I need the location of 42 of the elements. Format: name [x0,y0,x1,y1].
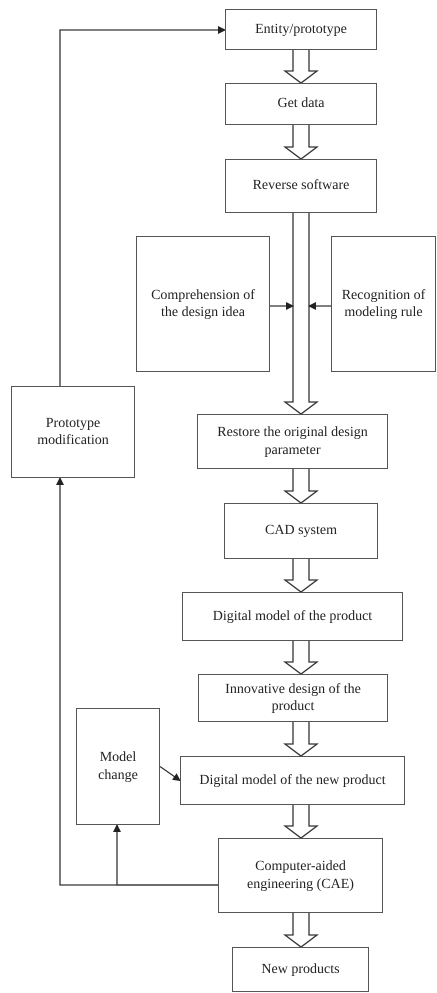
box-label: Computer-aided engineering (CAE) [246,858,355,893]
box-label: Digital model of the new product [199,772,386,790]
box-label: Comprehension of the design idea [150,286,256,322]
process-box [197,414,388,469]
block-arrow [283,49,319,84]
box-label: Restore the original design parameter [216,424,369,459]
arrow [56,477,218,886]
arrow [270,302,294,310]
block-arrow [283,721,319,757]
box-label: CAD system [265,522,337,540]
block-arrow [283,912,319,948]
process-box [180,756,405,805]
arrow [160,766,181,782]
arrow [308,302,331,310]
process-box [232,947,369,992]
process-box [225,9,377,50]
process-box [182,592,403,641]
process-box [218,838,383,913]
block-arrow [283,124,319,160]
block-arrow [283,558,319,593]
process-box [225,83,377,125]
block-arrow [283,212,319,415]
box-label: New products [261,960,340,978]
box-label: Prototype modification [36,414,110,450]
process-box [198,674,388,722]
process-box [224,503,378,559]
box-label: Entity/prototype [255,20,347,38]
box-label: Reverse software [252,177,350,195]
box-label: Innovative design of the product [224,680,362,716]
box-label: Model change [97,749,139,784]
block-arrow [283,640,319,675]
block-arrow [283,804,319,839]
process-box [76,708,160,825]
process-box [331,236,436,372]
box-label: Digital model of the product [212,608,372,626]
block-arrow [283,468,319,504]
process-box [225,159,377,213]
box-label: Get data [277,95,325,113]
arrow [59,26,226,386]
process-box [136,236,270,372]
process-box [11,386,135,478]
box-label: Recognition of modeling rule [340,286,426,322]
